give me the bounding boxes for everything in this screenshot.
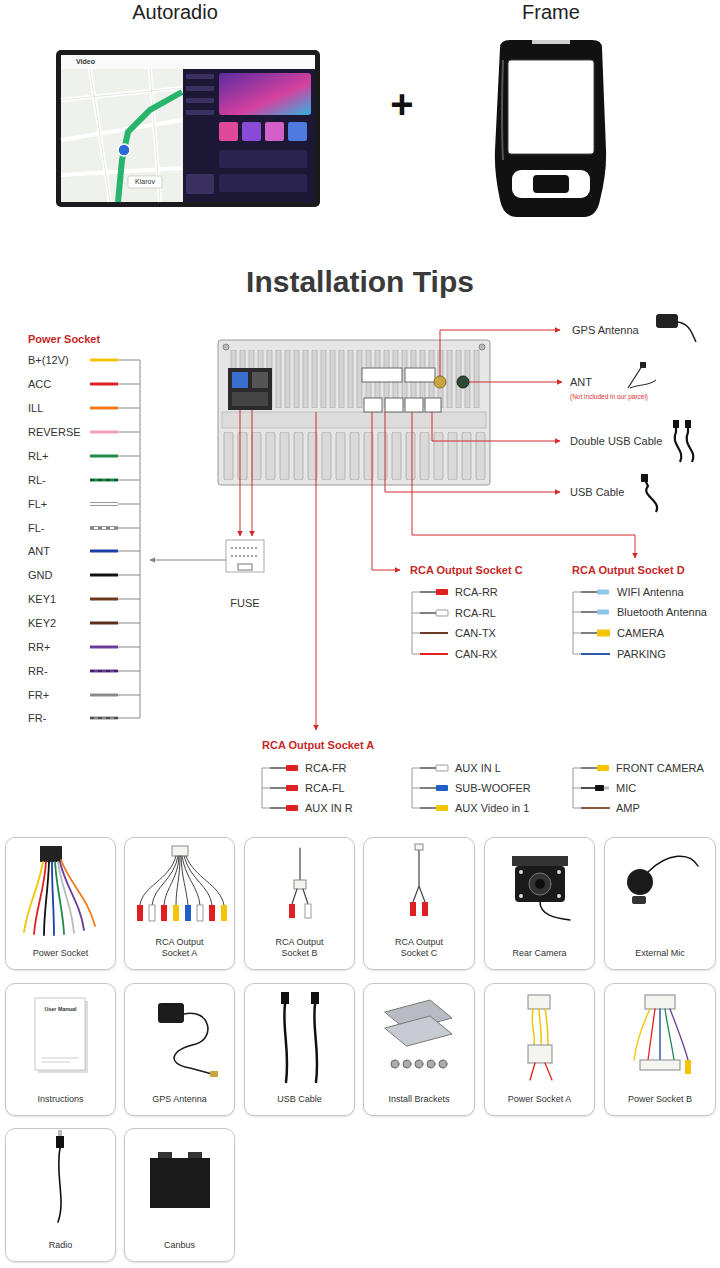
callout-label: AUX IN L <box>455 762 501 775</box>
component-box: Power Socket B <box>604 983 716 1116</box>
callout-label: Double USB Cable <box>570 435 662 448</box>
accessory-photos <box>24 844 698 1222</box>
callout-label: RCA Output Socket D <box>572 564 685 577</box>
callout-label: GND <box>28 569 52 582</box>
component-caption: Install Brackets <box>380 1094 458 1106</box>
callout-label: Autoradio <box>132 1 218 24</box>
callout-label: RCA-RR <box>455 586 498 599</box>
callout-label: RL- <box>28 474 46 487</box>
component-box: Canbus <box>124 1128 235 1262</box>
callout-label: MIC <box>616 782 636 795</box>
power-wires <box>90 360 140 718</box>
component-box: USB Cable <box>244 983 355 1116</box>
component-caption: Power Socket B <box>621 1094 699 1106</box>
callout-label: RR- <box>28 665 48 678</box>
callout-label: ANT <box>28 545 50 558</box>
component-caption: Radio <box>22 1240 99 1252</box>
callout-label: REVERSE <box>28 426 81 439</box>
callout-label: AMP <box>616 802 640 815</box>
callout-label: + <box>390 81 413 127</box>
component-caption: Power Socket A <box>501 1094 578 1106</box>
callout-label: RCA-RL <box>455 607 496 620</box>
callout-label: FR- <box>28 712 46 725</box>
callout-label: RCA Output Socket C <box>410 564 523 577</box>
callout-label: USB Cable <box>570 486 624 499</box>
component-caption: RCA Output Socket A <box>141 937 218 960</box>
callout-label: ANT <box>570 376 592 389</box>
component-box: Power Socket <box>5 837 116 970</box>
callout-label: Power Socket <box>28 333 100 346</box>
autoradio-illustration <box>56 50 320 207</box>
component-box: RCA Output Socket A <box>124 837 235 970</box>
callout-label: GPS Antenna <box>572 324 639 337</box>
component-box: User ManualInstructions <box>5 983 116 1116</box>
callout-label: SUB-WOOFER <box>455 782 531 795</box>
page-title: Installation Tips <box>0 264 720 300</box>
callout-label: CAN-TX <box>455 627 496 640</box>
callout-label: PARKING <box>617 648 666 661</box>
callout-label: FUSE <box>230 597 259 610</box>
callout-label: FL- <box>28 522 45 535</box>
component-box: External Mic <box>604 837 716 970</box>
component-caption: RCA Output Socket C <box>380 937 458 960</box>
component-caption: Power Socket <box>22 948 99 960</box>
callout-label: Video <box>76 58 95 66</box>
leader-lines <box>240 330 635 730</box>
callout-label: (Not included in our parcel) <box>570 393 648 400</box>
callout-label: B+(12V) <box>28 354 69 367</box>
component-box: Radio <box>5 1128 116 1262</box>
callout-label: RCA Output Socket A <box>262 739 374 752</box>
callout-label: FR+ <box>28 689 49 702</box>
callout-label: RR+ <box>28 641 50 654</box>
booklet-title: User Manual <box>10 1006 111 1012</box>
callout-label: CAMERA <box>617 627 664 640</box>
callout-label: ACC <box>28 378 51 391</box>
component-box: Rear Camera <box>484 837 595 970</box>
component-box: Power Socket A <box>484 983 595 1116</box>
frame-illustration <box>495 40 606 217</box>
callout-label: KEY1 <box>28 593 56 606</box>
component-box: GPS Antenna <box>124 983 235 1116</box>
fuse-illustration <box>150 540 264 572</box>
callout-label: Bluetooth Antenna <box>617 606 707 619</box>
callout-label: AUX Video in 1 <box>455 802 529 815</box>
head-unit-illustration <box>218 340 490 485</box>
component-box: Install Brackets <box>363 983 475 1116</box>
component-caption: Instructions <box>22 1094 99 1106</box>
callout-label: KEY2 <box>28 617 56 630</box>
component-caption: Canbus <box>141 1240 218 1252</box>
callout-label: Frame <box>522 1 580 24</box>
callout-label: WIFI Antenna <box>617 586 684 599</box>
callout-label: FRONT CAMERA <box>616 762 704 775</box>
component-caption: GPS Antenna <box>141 1094 218 1106</box>
callout-label: ILL <box>28 402 43 415</box>
callout-label: RCA-FL <box>305 782 345 795</box>
component-caption: RCA Output Socket B <box>261 937 338 960</box>
accessory-icons <box>628 314 696 512</box>
rca-socket-d-wires <box>573 590 610 655</box>
callout-label: RCA-FR <box>305 762 347 775</box>
callout-label: Klarov <box>135 178 155 186</box>
component-box: RCA Output Socket B <box>244 837 355 970</box>
component-box: RCA Output Socket C <box>363 837 475 970</box>
callout-label: AUX IN R <box>305 802 353 815</box>
callout-label: RL+ <box>28 450 49 463</box>
callout-label: FL+ <box>28 498 47 511</box>
component-caption: External Mic <box>621 948 699 960</box>
callout-label: CAN-RX <box>455 648 497 661</box>
rca-socket-c-wires <box>412 589 448 654</box>
component-caption: USB Cable <box>261 1094 338 1106</box>
component-caption: Rear Camera <box>501 948 578 960</box>
